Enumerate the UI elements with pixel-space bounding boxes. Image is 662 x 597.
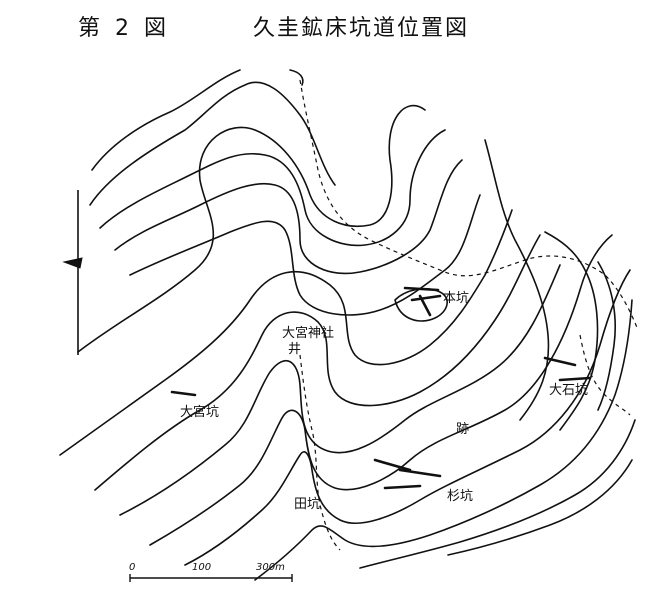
label-oishiko: 大石坑	[549, 383, 589, 398]
contour-line	[359, 419, 636, 569]
adit-icon	[373, 458, 442, 490]
contour-line	[484, 139, 550, 421]
label-omiya-shrine-well: 井	[288, 342, 302, 357]
adit-icon	[403, 286, 442, 317]
scale-bar	[129, 574, 293, 582]
scale-end: 300m	[256, 562, 285, 573]
label-kijiko: 杉坑	[447, 489, 474, 504]
label-honko: 本坑	[443, 291, 470, 306]
contour-line	[289, 69, 304, 86]
map-title: 久圭鉱床坑道位置図	[253, 16, 470, 41]
contour-line	[91, 69, 241, 171]
dashed-path	[579, 334, 631, 416]
contour-line	[77, 104, 426, 353]
contour-line	[99, 129, 446, 247]
label-tanaka: 田坑	[294, 497, 321, 512]
label-omiyako: 大宮坑	[180, 405, 220, 420]
scale-mid: 100	[192, 562, 212, 573]
contour-line	[544, 231, 599, 431]
label-omiya-shrine: 大宮神社	[282, 326, 335, 341]
dashed-path	[299, 354, 341, 551]
label-eastmark: 跡	[456, 422, 470, 437]
adit-icon	[170, 390, 197, 397]
contour-line	[114, 159, 463, 275]
contour-line	[184, 269, 631, 566]
contour-line	[94, 234, 541, 491]
adit-icon	[543, 356, 592, 382]
contour-line	[394, 288, 448, 322]
north-arrow-icon	[62, 190, 83, 355]
contour-line	[254, 299, 633, 581]
dashed-path	[299, 79, 639, 331]
contour-line	[149, 234, 613, 546]
scale-zero: 0	[129, 562, 136, 573]
contour-line	[129, 194, 481, 316]
contour-line	[119, 264, 561, 516]
contour-line	[447, 459, 633, 556]
contour-line	[59, 209, 513, 456]
figure-label: 第 2 図	[78, 16, 170, 41]
